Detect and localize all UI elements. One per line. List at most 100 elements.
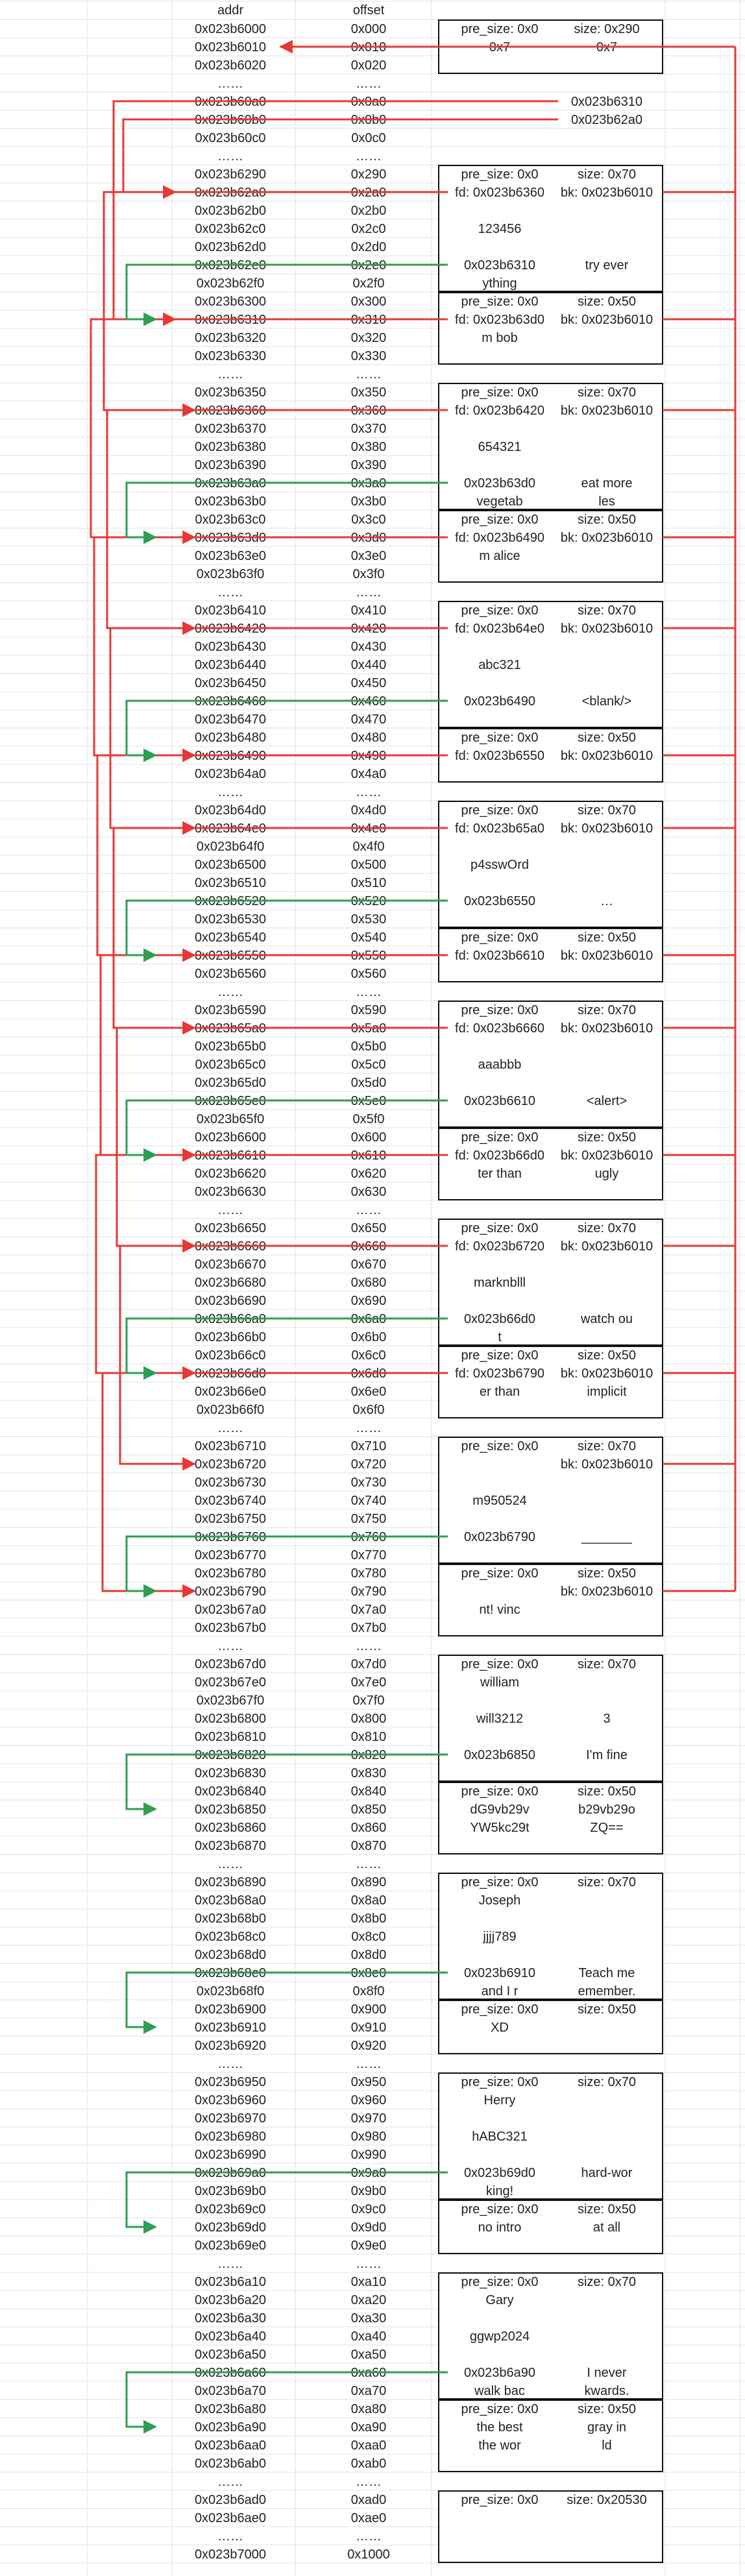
address-cell: 0x023b6850 bbox=[195, 1803, 266, 1817]
chunk-field: size: 0x70 bbox=[578, 1221, 636, 1235]
heap-chunk-box bbox=[438, 2490, 663, 2563]
address-cell: 0x023b6960 bbox=[195, 2093, 266, 2108]
chunk-field: fd: 0x023b6720 bbox=[455, 1239, 544, 1254]
address-cell: 0x023b63c0 bbox=[195, 513, 266, 527]
chunk-field: Teach me bbox=[579, 1966, 635, 1980]
offset-cell: 0x740 bbox=[351, 1494, 387, 1508]
chunk-field: bk: 0x023b6010 bbox=[561, 749, 653, 763]
chunk-field: bk: 0x023b6010 bbox=[561, 821, 653, 836]
offset-cell: 0x440 bbox=[351, 658, 387, 672]
address-cell: 0x023b6600 bbox=[195, 1130, 266, 1145]
offset-cell: 0x750 bbox=[351, 1512, 387, 1526]
address-cell: 0x023b6480 bbox=[195, 731, 266, 745]
address-cell: 0x023b6780 bbox=[195, 1566, 266, 1581]
address-cell: 0x023b6860 bbox=[195, 1821, 266, 1835]
chunk-field: will3212 bbox=[476, 1712, 523, 1726]
address-cell: 0x023b6380 bbox=[195, 440, 266, 454]
offset-cell: …… bbox=[356, 2257, 382, 2271]
offset-cell: 0x470 bbox=[351, 712, 387, 727]
address-cell: …… bbox=[217, 2475, 243, 2489]
offset-cell: 0xa30 bbox=[351, 2311, 387, 2326]
offset-cell: 0x3e0 bbox=[351, 549, 387, 563]
offset-cell: 0x6f0 bbox=[353, 1403, 385, 1417]
chunk-field: pre_size: 0x0 bbox=[461, 2493, 539, 2507]
offset-cell: …… bbox=[356, 1639, 382, 1653]
offset-cell: 0x3b0 bbox=[351, 494, 387, 509]
chunk-field: size: 0x50 bbox=[578, 2002, 636, 2017]
chunk-field: I never bbox=[587, 2366, 626, 2380]
chunk-field: pre_size: 0x0 bbox=[461, 22, 539, 36]
chunk-field: and I r bbox=[482, 1984, 519, 1999]
data-pointer-arrow bbox=[125, 1099, 448, 1162]
chunk-field: bk: 0x023b6010 bbox=[561, 313, 653, 327]
offset-cell: …… bbox=[356, 1421, 382, 1435]
offset-cell: 0x7e0 bbox=[351, 1675, 387, 1690]
address-cell: 0x023b6710 bbox=[195, 1439, 266, 1453]
chunk-field: gray in bbox=[587, 2420, 626, 2435]
chunk-field: fd: 0x023b6790 bbox=[455, 1367, 544, 1381]
address-cell: 0x023b68f0 bbox=[197, 1984, 265, 1999]
offset-cell: 0x960 bbox=[351, 2093, 387, 2108]
chunk-field: fd: 0x023b6550 bbox=[455, 749, 544, 763]
chunk-field: pre_size: 0x0 bbox=[461, 1130, 539, 1145]
address-cell: 0x023b6290 bbox=[195, 167, 266, 182]
chunk-field: er than bbox=[480, 1385, 520, 1399]
address-cell: 0x023b6690 bbox=[195, 1294, 266, 1308]
chunk-field: size: 0x70 bbox=[578, 1657, 636, 1671]
chunk-field: the wor bbox=[478, 2438, 521, 2453]
offset-cell: 0x780 bbox=[351, 1566, 387, 1581]
chunk-field: Gary bbox=[485, 2293, 513, 2307]
chunk-field: nt! vinc bbox=[479, 1603, 520, 1617]
fd-pointer-arrow bbox=[103, 191, 448, 417]
chunk-field: YW5kc29t bbox=[470, 1821, 530, 1835]
address-cell: …… bbox=[217, 585, 243, 600]
address-cell: 0x023b67e0 bbox=[195, 1675, 266, 1690]
address-cell: 0x023b69e0 bbox=[195, 2239, 266, 2253]
chunk-field: pre_size: 0x0 bbox=[461, 1003, 539, 1017]
address-cell: 0x023b6a70 bbox=[195, 2384, 266, 2398]
address-cell: …… bbox=[217, 77, 243, 91]
offset-cell: 0x800 bbox=[351, 1712, 387, 1726]
chunk-field: <blank/> bbox=[582, 694, 632, 709]
heap-chunk-box bbox=[438, 1128, 663, 1200]
chunk-field: size: 0x20530 bbox=[567, 2493, 646, 2507]
fd-pointer-arrow bbox=[101, 1372, 448, 1598]
address-cell: 0x023b64a0 bbox=[195, 767, 266, 781]
address-cell: 0x023b6370 bbox=[195, 422, 266, 436]
chunk-field: fd: 0x023b6660 bbox=[455, 1021, 544, 1036]
offset-cell: 0xae0 bbox=[351, 2511, 387, 2525]
offset-cell: …… bbox=[356, 2529, 382, 2544]
offset-cell: 0x1000 bbox=[347, 2547, 390, 2562]
offset-cell: 0x6b0 bbox=[351, 1330, 387, 1344]
chunk-field: 0x023b6850 bbox=[464, 1748, 535, 1762]
chunk-field: size: 0x50 bbox=[578, 1566, 636, 1581]
chunk-field: hABC321 bbox=[472, 2130, 528, 2144]
chunk-field: pre_size: 0x0 bbox=[461, 2402, 539, 2416]
chunk-field: size: 0x70 bbox=[578, 603, 636, 618]
data-pointer-arrow bbox=[125, 1317, 448, 1380]
address-cell: 0x023b67b0 bbox=[195, 1621, 266, 1635]
offset-cell: 0x830 bbox=[351, 1766, 387, 1780]
address-cell: 0x023b6750 bbox=[195, 1512, 266, 1526]
chunk-field: size: 0x70 bbox=[578, 385, 636, 400]
chunk-field: XD bbox=[491, 2021, 509, 2035]
address-cell: 0x023b63f0 bbox=[197, 567, 265, 581]
offset-cell: 0x5d0 bbox=[351, 1076, 387, 1090]
chunk-field: size: 0x50 bbox=[578, 2202, 636, 2217]
offset-cell: 0x480 bbox=[351, 731, 387, 745]
chunk-field: size: 0x50 bbox=[578, 513, 636, 527]
address-cell: 0x023b6390 bbox=[195, 458, 266, 472]
offset-cell: …… bbox=[356, 2057, 382, 2071]
chunk-field: pre_size: 0x0 bbox=[461, 1784, 539, 1799]
offset-cell: 0x9e0 bbox=[351, 2239, 387, 2253]
address-cell: 0x023b6630 bbox=[195, 1185, 266, 1199]
address-cell: 0x023b60c0 bbox=[195, 131, 266, 145]
offset-cell: …… bbox=[356, 1203, 382, 1217]
heap-chunk-box bbox=[438, 1564, 663, 1636]
offset-cell: 0x8d0 bbox=[351, 1948, 387, 1962]
offset-cell: …… bbox=[356, 585, 382, 600]
address-cell: 0x023b63e0 bbox=[195, 549, 266, 563]
fd-pointer-arrow bbox=[93, 536, 448, 762]
chunk-field: fd: 0x023b6360 bbox=[455, 186, 544, 200]
